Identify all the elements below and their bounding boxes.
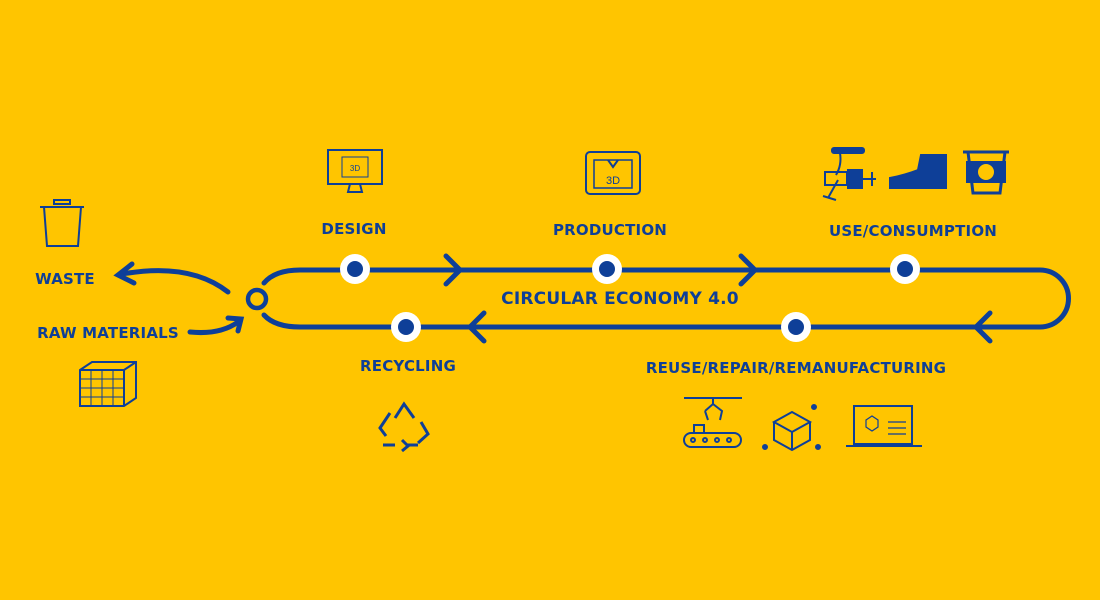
printer-3d-text: 3D	[606, 175, 620, 187]
stage-label-production: PRODUCTION	[552, 221, 668, 239]
stage-nodes	[340, 254, 920, 342]
loop-start-circle	[245, 287, 269, 311]
stage-label-design: DESIGN	[321, 220, 387, 238]
monitor-3d-icon	[327, 149, 383, 193]
stage-label-reuse: REUSE/REPAIR/REMANUFACTURING	[645, 359, 947, 377]
node-reuse[interactable]	[781, 312, 811, 342]
node-design[interactable]	[340, 254, 370, 284]
raw-materials-cube-icon	[79, 361, 137, 407]
fishing-reel-icon	[822, 147, 876, 201]
loop-path	[261, 267, 1071, 330]
stage-label-use: USE/CONSUMPTION	[828, 222, 998, 240]
node-production[interactable]	[592, 254, 622, 284]
robotic-arm-conveyor-icon	[683, 397, 742, 448]
arrow-left-1	[466, 310, 487, 344]
trash-can-icon	[40, 199, 84, 247]
box-network-icon	[762, 404, 821, 452]
recycle-icon	[378, 401, 430, 453]
raw-materials-arrow	[187, 319, 241, 335]
diagram-title: CIRCULAR ECONOMY 4.0	[501, 289, 739, 309]
boot-icon	[889, 154, 947, 189]
arrow-left-2	[972, 310, 993, 344]
monitor-3d-text: 3D	[350, 164, 360, 173]
3d-printer-icon	[585, 151, 641, 195]
input-label-raw-materials: RAW MATERIALS	[37, 324, 179, 342]
waste-arrow	[119, 268, 231, 295]
arrow-right-2	[738, 253, 759, 287]
input-label-waste: WASTE	[35, 270, 95, 288]
arrow-right-1	[443, 253, 464, 287]
laptop-3d-software-icon	[846, 405, 922, 447]
stage-label-recycling: RECYCLING	[360, 357, 456, 375]
coffee-cup-icon	[963, 150, 1009, 195]
node-recycling[interactable]	[391, 312, 421, 342]
node-use[interactable]	[890, 254, 920, 284]
